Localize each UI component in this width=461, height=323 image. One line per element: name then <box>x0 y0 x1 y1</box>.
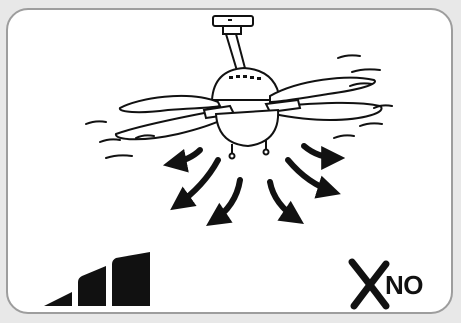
speed-bars-icon <box>42 252 152 308</box>
speed-bar-3 <box>112 252 150 306</box>
fan-light-bowl-icon <box>216 110 278 159</box>
airflow-arrows-icon <box>170 146 338 222</box>
fan-mount-icon <box>213 16 253 74</box>
fan-feature-card: NO <box>6 8 453 314</box>
speed-bar-1 <box>44 292 72 306</box>
no-label: NO <box>385 272 423 298</box>
speed-bar-2 <box>78 266 106 306</box>
